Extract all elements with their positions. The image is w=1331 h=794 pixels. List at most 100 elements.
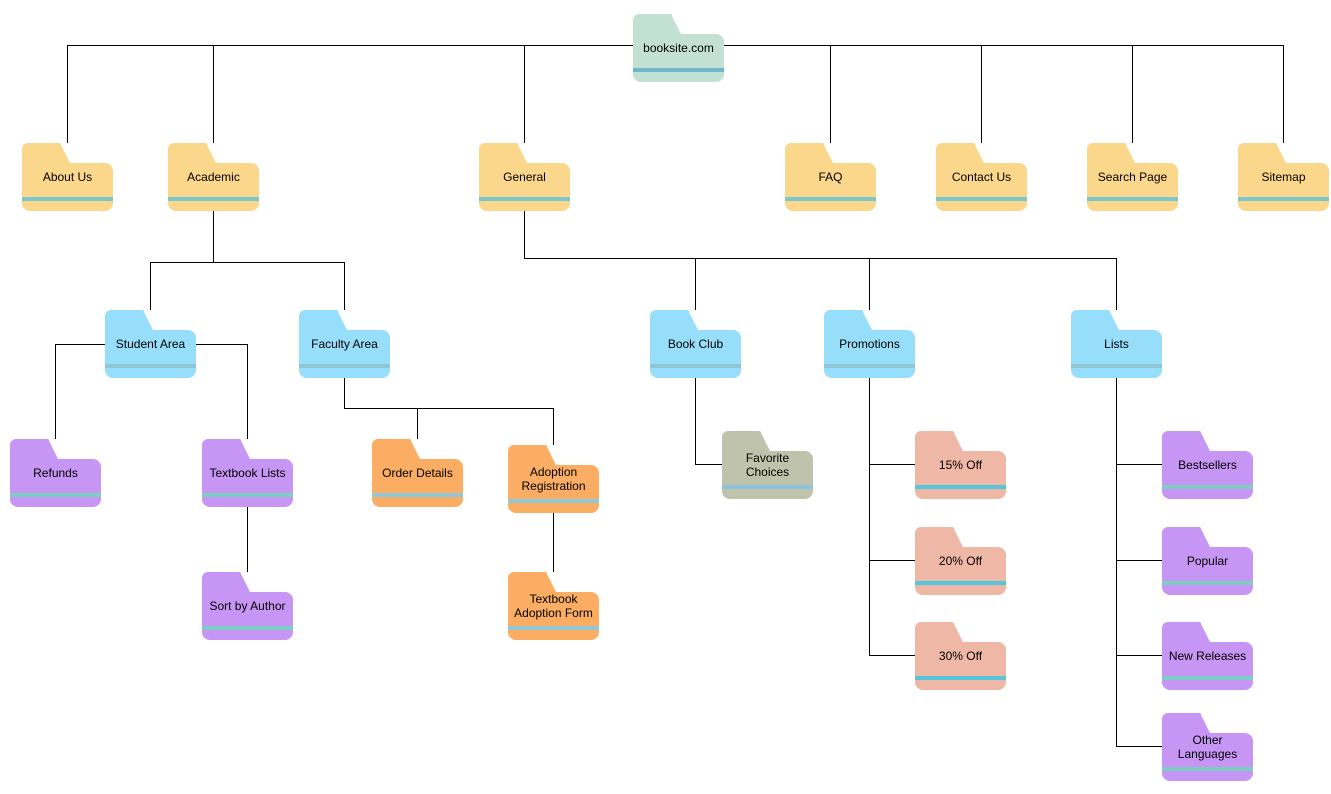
connector-line [55,344,105,345]
connector-line [1132,45,1133,143]
folder-stripe [1162,676,1253,680]
connector-line [1116,378,1117,746]
folder-tab-icon [722,431,761,453]
connector-line [213,211,214,262]
folder-stripe [202,493,293,497]
folder-stripe [1162,767,1253,771]
folder-tab-icon [633,14,672,36]
node-popular[interactable]: Popular [1162,527,1253,595]
folder-body [824,330,915,378]
folder-tab-notch-icon [240,572,251,594]
connector-line [1116,746,1162,747]
folder-tab-icon [508,445,547,467]
connector-line [524,211,525,258]
folder-stripe [508,499,599,503]
connector-line [150,262,345,263]
connector-line [524,258,1116,259]
folder-tab-icon [785,143,824,165]
folder-tab-notch-icon [823,143,834,165]
node-favorite-choices[interactable]: Favorite Choices [722,431,813,499]
folder-body [1071,330,1162,378]
folder-tab-icon [479,143,518,165]
folder-stripe [1071,364,1162,368]
connector-line [344,262,345,310]
folder-tab-notch-icon [546,572,557,594]
connector-line [417,408,418,439]
folder-tab-notch-icon [760,431,771,453]
folder-body [202,459,293,507]
folder-tab-icon [915,431,954,453]
connector-line [1116,560,1162,561]
folder-tab-notch-icon [143,310,154,332]
connector-line [553,408,554,445]
folder-tab-icon [1238,143,1277,165]
folder-body [915,547,1006,595]
node-book-club[interactable]: Book Club [650,310,741,378]
folder-tab-notch-icon [1200,431,1211,453]
connector-line [695,464,722,465]
node-faq[interactable]: FAQ [785,143,876,211]
folder-stripe [508,626,599,630]
folder-body [1162,642,1253,690]
folder-tab-notch-icon [1125,143,1136,165]
node-academic[interactable]: Academic [168,143,259,211]
connector-line [1116,258,1117,310]
connector-line [247,344,248,439]
folder-stripe [915,676,1006,680]
connector-line [213,45,214,143]
node-bestsellers[interactable]: Bestsellers [1162,431,1253,499]
folder-body [650,330,741,378]
node-adoption-registration[interactable]: Adoption Registration [508,445,599,513]
connector-line [869,464,915,465]
folder-tab-icon [202,572,241,594]
node-other-languages[interactable]: Other Languages [1162,713,1253,781]
folder-tab-icon [915,527,954,549]
folder-tab-notch-icon [48,439,59,461]
node-sitemap[interactable]: Sitemap [1238,143,1329,211]
node-lists[interactable]: Lists [1071,310,1162,378]
folder-tab-icon [1162,622,1201,644]
node-20-off[interactable]: 20% Off [915,527,1006,595]
node-search-page[interactable]: Search Page [1087,143,1178,211]
connector-line [869,378,870,655]
folder-tab-icon [1071,310,1110,332]
folder-tab-icon [22,143,61,165]
folder-stripe [22,197,113,201]
connector-line [830,45,831,143]
folder-stripe [105,364,196,368]
folder-body [915,642,1006,690]
folder-stripe [824,364,915,368]
node-faculty-area[interactable]: Faculty Area [299,310,390,378]
connector-line [344,408,553,409]
folder-tab-notch-icon [546,445,557,467]
folder-tab-icon [105,310,144,332]
folder-stripe [915,485,1006,489]
node-about-us[interactable]: About Us [22,143,113,211]
node-promotions[interactable]: Promotions [824,310,915,378]
node-15-off[interactable]: 15% Off [915,431,1006,499]
folder-stripe [299,364,390,368]
node-textbook-adoption-form[interactable]: Textbook Adoption Form [508,572,599,640]
folder-body [1238,163,1329,211]
node-booksite[interactable]: booksite.com [633,14,724,82]
folder-tab-icon [168,143,207,165]
node-refunds[interactable]: Refunds [10,439,101,507]
folder-body [508,592,599,640]
node-new-releases[interactable]: New Releases [1162,622,1253,690]
folder-tab-notch-icon [60,143,71,165]
node-general[interactable]: General [479,143,570,211]
folder-body [105,330,196,378]
folder-body [299,330,390,378]
node-order-details[interactable]: Order Details [372,439,463,507]
folder-body [22,163,113,211]
node-textbook-lists[interactable]: Textbook Lists [202,439,293,507]
folder-stripe [10,493,101,497]
node-sort-by-author[interactable]: Sort by Author [202,572,293,640]
node-30-off[interactable]: 30% Off [915,622,1006,690]
node-student-area[interactable]: Student Area [105,310,196,378]
folder-tab-icon [372,439,411,461]
node-contact-us[interactable]: Contact Us [936,143,1027,211]
connector-line [1116,464,1162,465]
folder-tab-notch-icon [953,431,964,453]
